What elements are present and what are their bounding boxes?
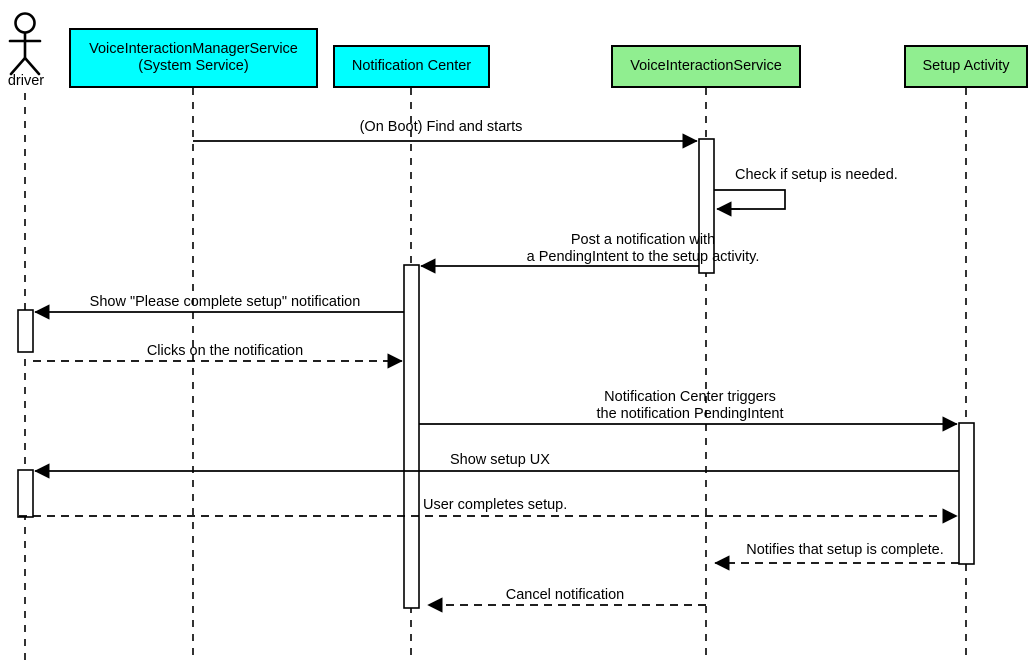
activation-setup <box>958 422 975 565</box>
activation-vis <box>698 138 715 274</box>
message-arrows <box>19 133 959 613</box>
participant-box-notification-center[interactable]: Notification Center <box>333 45 490 88</box>
message-label-user-completes-setup: User completes setup. <box>423 497 568 513</box>
message-label-clicks-on-the-notification: Clicks on the notification <box>146 343 304 359</box>
message-label-show-please-complete-setup-notification: Show "Please complete setup" notificatio… <box>89 294 361 310</box>
message-label-notifies-that-setup-is-complete: Notifies that setup is complete. <box>746 542 944 558</box>
message-label-on-boot-find-and-starts: (On Boot) Find and starts <box>359 119 523 135</box>
participant-box-voiceinteractionmanagerservice[interactable]: VoiceInteractionManagerService (System S… <box>69 28 318 88</box>
actor-driver-label: driver <box>7 73 45 89</box>
participant-box-voiceinteractionservice[interactable]: VoiceInteractionService <box>611 45 801 88</box>
message-label-cancel-notification: Cancel notification <box>505 587 625 603</box>
message-label-show-setup-ux: Show setup UX <box>450 452 550 468</box>
activation-driver2 <box>17 469 34 518</box>
message-label-notification-center-triggers: Notification Center triggers the notific… <box>596 389 784 422</box>
participant-box-setup-activity[interactable]: Setup Activity <box>904 45 1028 88</box>
actor-driver-icon <box>8 12 42 76</box>
message-arrow-m2 <box>714 189 786 217</box>
message-label-check-if-setup-is-needed: Check if setup is needed. <box>735 167 898 183</box>
message-label-post-a-notification: Post a notification with a PendingIntent… <box>526 232 760 265</box>
activation-driver1 <box>17 309 34 353</box>
activation-notif <box>403 264 420 609</box>
activation-bars <box>17 138 975 609</box>
